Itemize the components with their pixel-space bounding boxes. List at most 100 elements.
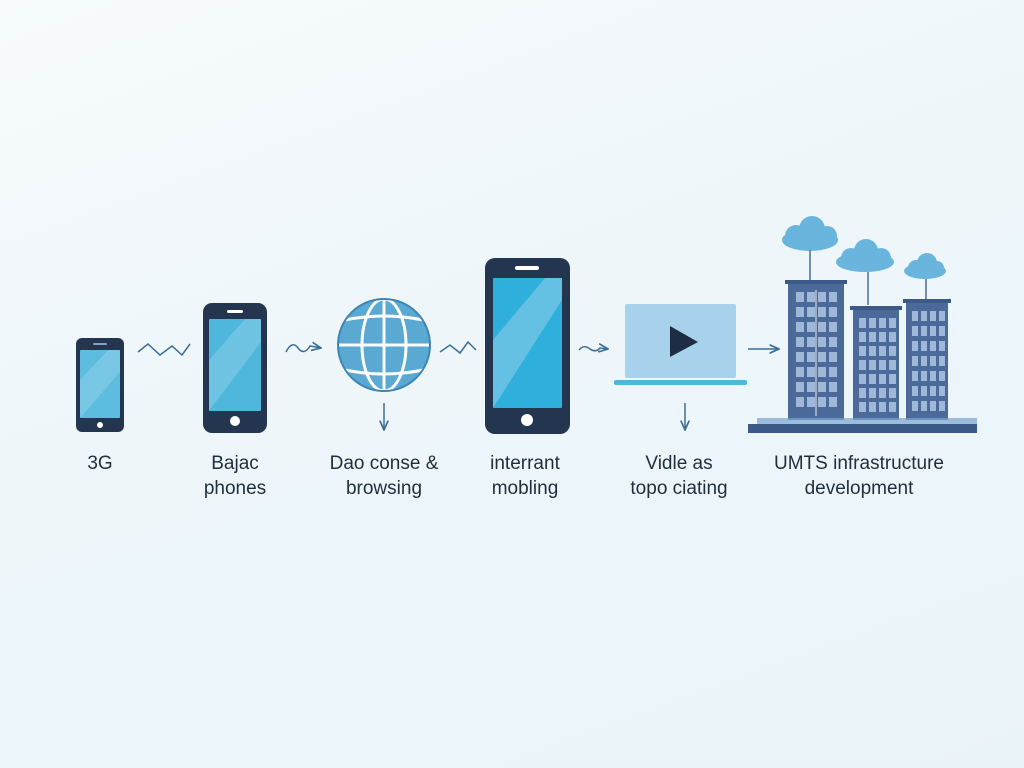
building-window xyxy=(912,401,918,411)
city-buildings-icon xyxy=(748,216,977,433)
building-window xyxy=(869,360,876,370)
building-window xyxy=(807,337,815,347)
building-window xyxy=(889,360,896,370)
building-window xyxy=(879,360,886,370)
building-window xyxy=(829,382,837,392)
building-window xyxy=(930,371,936,381)
building-window xyxy=(796,382,804,392)
building-window xyxy=(796,367,804,377)
building-window xyxy=(939,341,945,351)
building-window xyxy=(859,332,866,342)
building-window xyxy=(912,386,918,396)
stage-label-umts-infrastructure: UMTS infrastructure development xyxy=(774,453,944,499)
large-phone-icon xyxy=(485,258,570,434)
building-window xyxy=(818,322,826,332)
building-window xyxy=(807,382,815,392)
building-window xyxy=(939,326,945,336)
building-window xyxy=(879,332,886,342)
zigzag-connector-3 xyxy=(439,340,477,355)
building-window xyxy=(912,371,918,381)
building-window xyxy=(796,337,804,347)
building-window xyxy=(869,388,876,398)
building-window xyxy=(921,386,927,396)
building-window xyxy=(912,311,918,321)
small-phone-icon xyxy=(76,338,124,432)
building-window xyxy=(939,311,945,321)
building-window xyxy=(859,360,866,370)
building-window xyxy=(818,292,826,302)
building-window xyxy=(829,367,837,377)
building-window xyxy=(859,318,866,328)
building-window xyxy=(859,402,866,412)
building-window xyxy=(889,346,896,356)
building-window xyxy=(859,388,866,398)
building-window xyxy=(869,318,876,328)
building-window xyxy=(818,397,826,407)
building-window xyxy=(869,374,876,384)
building-window xyxy=(912,326,918,336)
globe-icon xyxy=(337,297,431,393)
building-window xyxy=(939,386,945,396)
building-window xyxy=(869,346,876,356)
building-window xyxy=(818,307,826,317)
building-window xyxy=(818,337,826,347)
building-window xyxy=(889,402,896,412)
building-window xyxy=(807,307,815,317)
building-window xyxy=(829,292,837,302)
building-window xyxy=(930,326,936,336)
squiggle-arrow-4 xyxy=(578,347,608,351)
building-window xyxy=(939,356,945,366)
building-window xyxy=(921,326,927,336)
building-window xyxy=(939,371,945,381)
stage-label-data-browsing: Dao conse & browsing xyxy=(329,453,439,499)
building-window xyxy=(879,318,886,328)
building-window xyxy=(796,322,804,332)
building-window xyxy=(921,356,927,366)
building-window xyxy=(796,397,804,407)
cloud-icon xyxy=(904,253,946,279)
building-window xyxy=(921,341,927,351)
building-window xyxy=(889,318,896,328)
building-window xyxy=(818,352,826,362)
building-window xyxy=(807,367,815,377)
building-window xyxy=(829,322,837,332)
building-window xyxy=(889,388,896,398)
building-window xyxy=(829,352,837,362)
building-window xyxy=(930,341,936,351)
building-window xyxy=(807,322,815,332)
building-window xyxy=(921,311,927,321)
building-window xyxy=(879,388,886,398)
cloud-icon xyxy=(782,216,838,251)
building-window xyxy=(889,332,896,342)
building-window xyxy=(930,356,936,366)
building-window xyxy=(930,386,936,396)
building-window xyxy=(807,397,815,407)
laptop-play-icon xyxy=(614,304,747,385)
building-window xyxy=(807,292,815,302)
building-window xyxy=(818,382,826,392)
building-window xyxy=(829,337,837,347)
stage-label-video-streaming: Vidle as topo ciating xyxy=(630,453,728,499)
building-window xyxy=(859,374,866,384)
building-window xyxy=(879,402,886,412)
building-window xyxy=(930,401,936,411)
building-window xyxy=(869,402,876,412)
building-window xyxy=(889,374,896,384)
building-window xyxy=(796,307,804,317)
building-window xyxy=(818,367,826,377)
building-window xyxy=(921,401,927,411)
building-window xyxy=(829,397,837,407)
building-window xyxy=(829,307,837,317)
building-window xyxy=(912,356,918,366)
building-window xyxy=(879,374,886,384)
building-window xyxy=(921,371,927,381)
building-window xyxy=(912,341,918,351)
building-window xyxy=(869,332,876,342)
building-window xyxy=(879,346,886,356)
building-window xyxy=(930,311,936,321)
building-window xyxy=(939,401,945,411)
cloud-icon xyxy=(836,239,894,272)
building-window xyxy=(796,352,804,362)
